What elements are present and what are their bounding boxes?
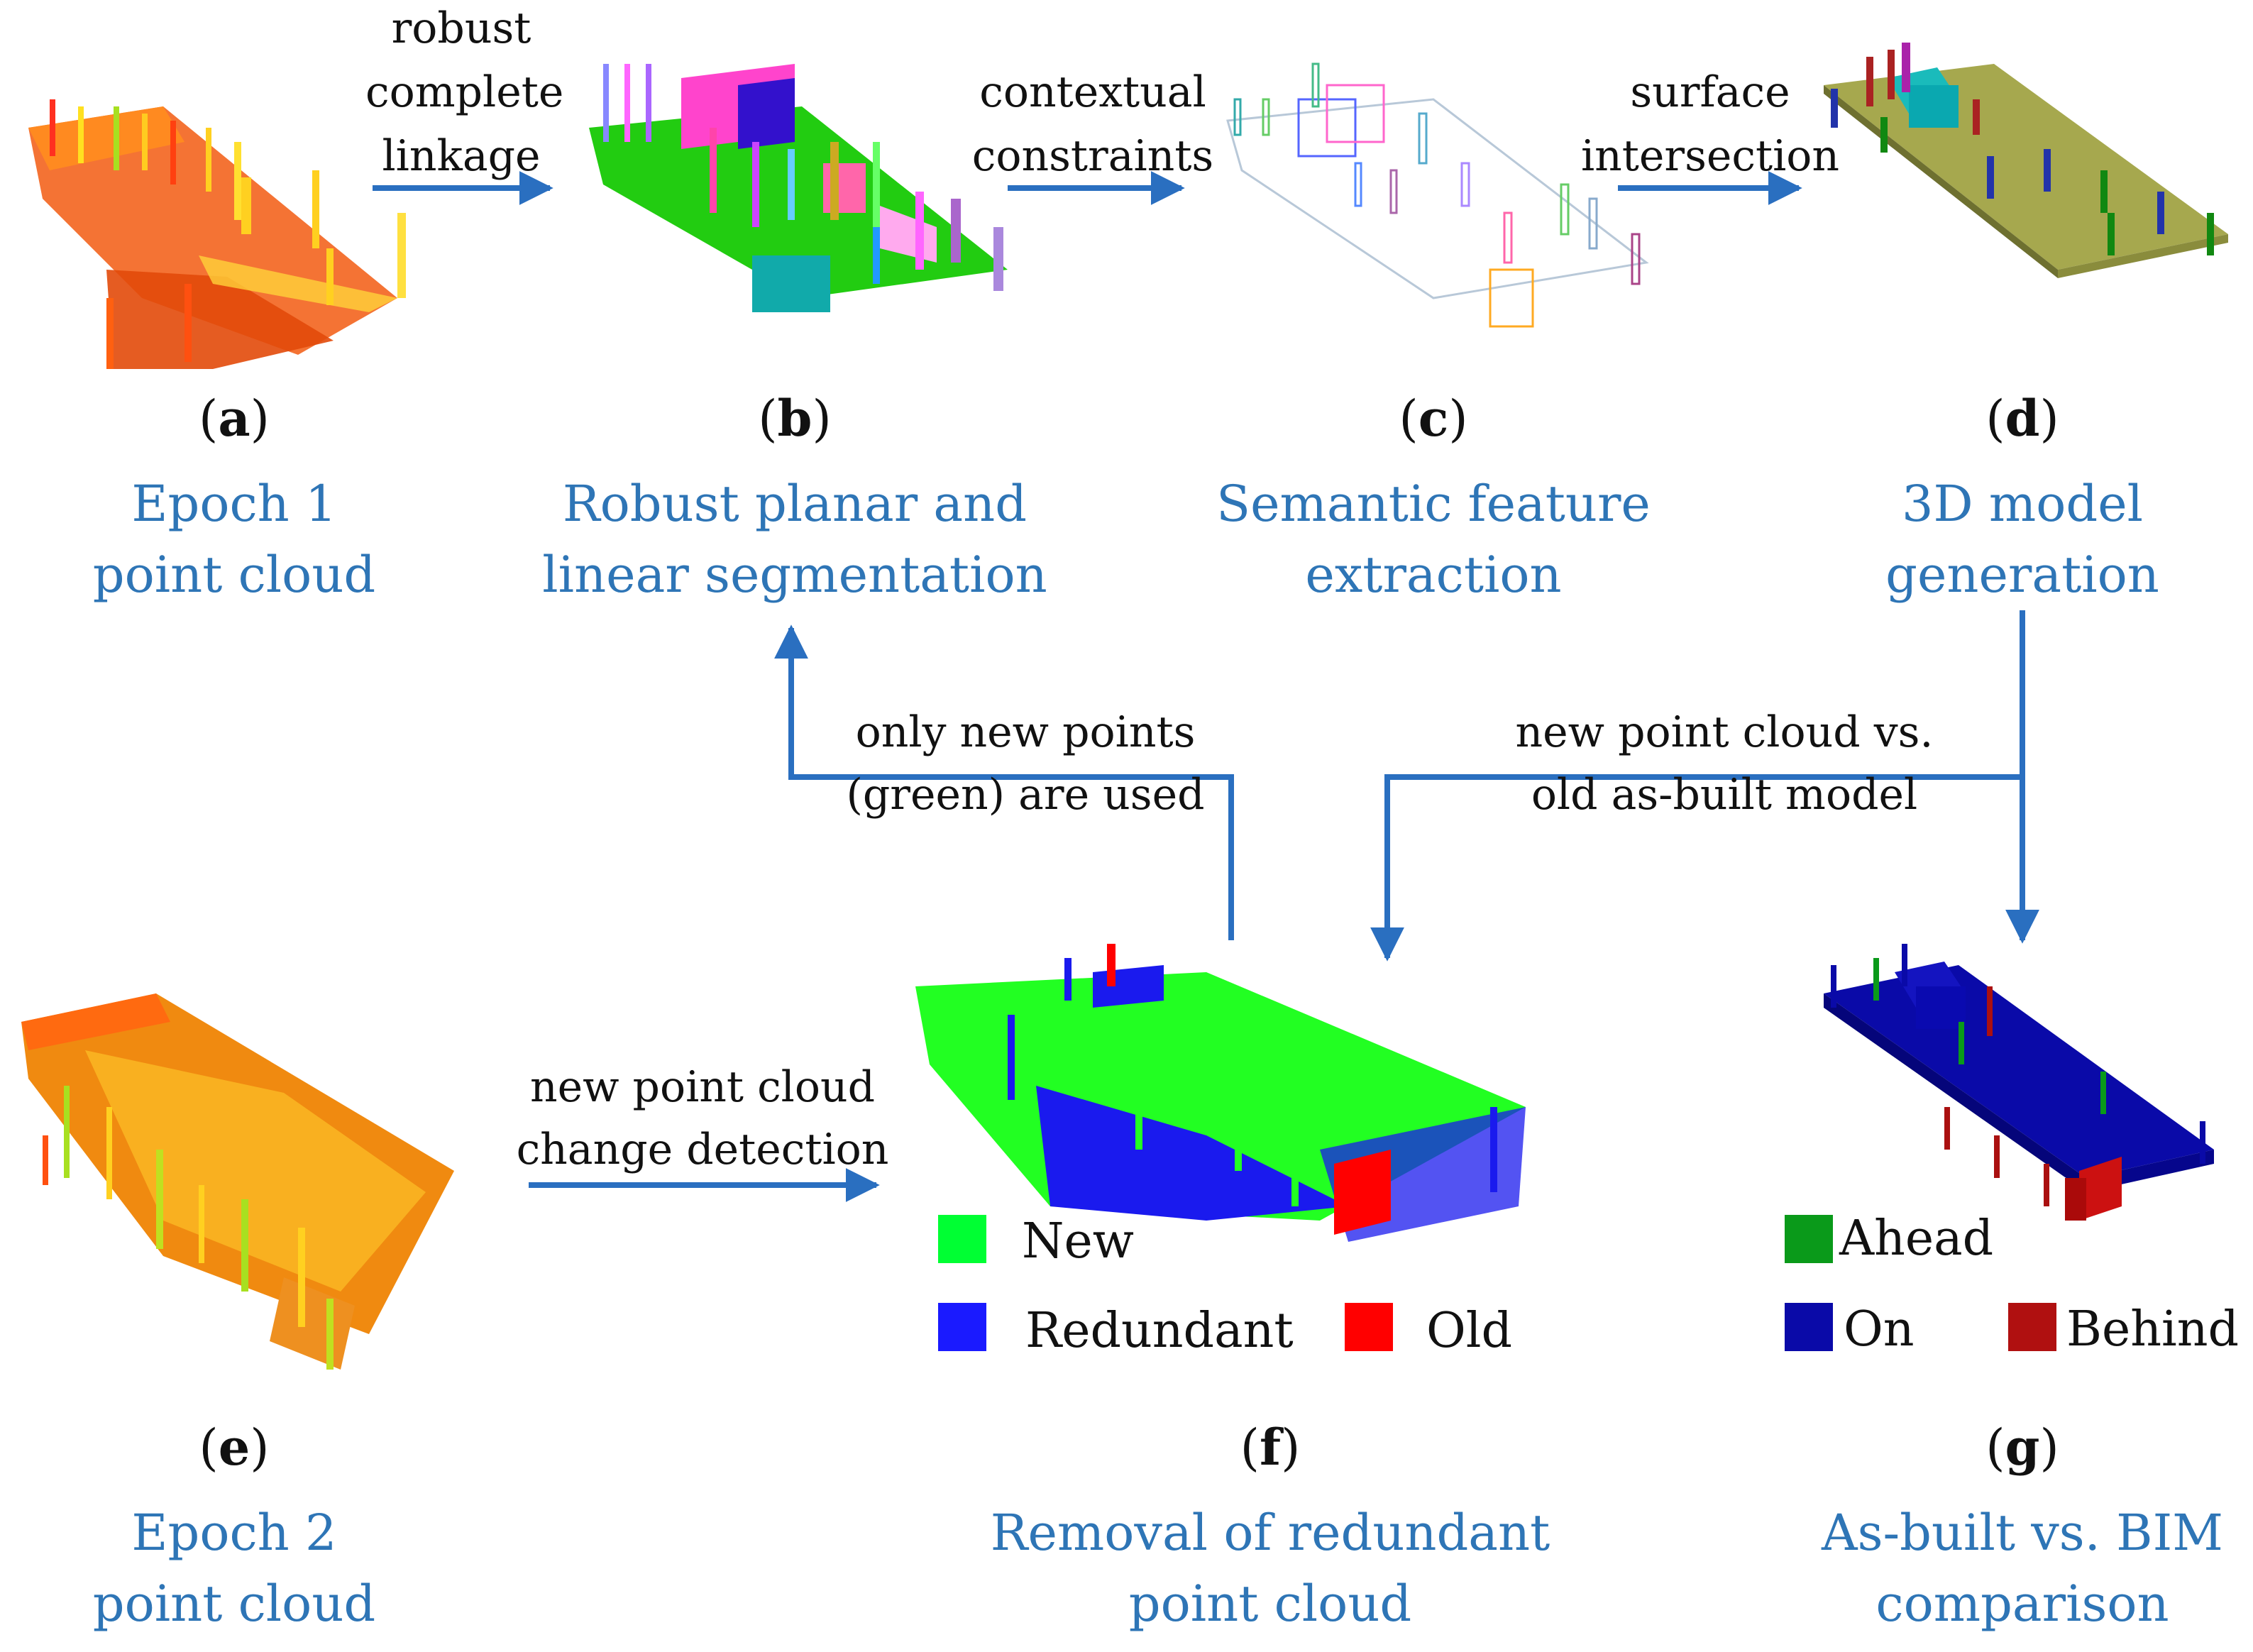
panel-a-caption-line2: point cloud xyxy=(92,546,376,604)
panel-g-letter: (g) xyxy=(1985,1418,2059,1477)
panel-b-caption-line1: Robust planar and xyxy=(562,475,1028,533)
legend-on-label: On xyxy=(1844,1301,1915,1358)
legend-old-swatch xyxy=(1345,1303,1393,1351)
arrow-d-to-f xyxy=(1370,610,2025,962)
3d-model-image xyxy=(1824,43,2228,278)
redundant-removal-image xyxy=(915,944,1526,1242)
panel-c-caption-line2: extraction xyxy=(1305,546,1562,604)
label-df-line1: new point cloud vs. xyxy=(1515,707,1934,757)
label-ab-line3: linkage xyxy=(382,131,541,181)
panel-g-caption-line1: As-built vs. BIM xyxy=(1822,1504,2223,1562)
semantic-features-image xyxy=(1226,62,1649,328)
panel-f-caption-line2: point cloud xyxy=(1128,1575,1412,1633)
legend-new-label: New xyxy=(1022,1213,1134,1270)
panel-d-letter: (d) xyxy=(1985,389,2059,448)
panel-b-caption-line2: linear segmentation xyxy=(542,546,1047,604)
panel-c-letter: (c) xyxy=(1399,389,1468,448)
panel-c-caption-line1: Semantic feature xyxy=(1216,475,1651,533)
legend-old-label: Old xyxy=(1426,1303,1513,1359)
panel-e-letter: (e) xyxy=(199,1418,270,1477)
workflow-arrows xyxy=(373,171,2039,1202)
panel-a-caption-line1: Epoch 1 xyxy=(131,475,337,533)
label-ef-line2: change detection xyxy=(516,1125,889,1174)
panel-f-letter: (f) xyxy=(1240,1418,1301,1477)
panel-d-caption-line2: generation xyxy=(1885,546,2159,604)
label-ab-line2: complete xyxy=(365,67,564,117)
label-cd-line2: intersection xyxy=(1580,131,1840,181)
panel-f-caption-line1: Removal of redundant xyxy=(990,1504,1550,1562)
label-ef-line1: new point cloud xyxy=(529,1062,876,1112)
legend-redundant-label: Redundant xyxy=(1025,1303,1294,1359)
arrow-f-to-b xyxy=(774,624,1234,940)
legend-behind-label: Behind xyxy=(2066,1301,2240,1358)
epoch2-point-cloud-image xyxy=(21,993,454,1370)
segmentation-image xyxy=(589,64,1008,312)
panel-e-caption-line2: point cloud xyxy=(92,1575,376,1633)
legend-ahead-label: Ahead xyxy=(1839,1211,1994,1267)
label-fb-line1: only new points xyxy=(855,707,1196,757)
legend-redundant-swatch xyxy=(938,1303,986,1351)
panel-g-caption-line2: comparison xyxy=(1875,1575,2169,1633)
legend-ahead-swatch xyxy=(1785,1215,1833,1263)
label-cd-line1: surface xyxy=(1630,67,1790,117)
epoch1-point-cloud-image xyxy=(28,99,406,369)
label-bc-line1: contextual xyxy=(979,67,1206,117)
label-ab-line1: robust xyxy=(391,4,531,53)
legend-new-swatch xyxy=(938,1215,986,1263)
label-fb-line2: (green) are used xyxy=(846,770,1205,820)
label-bc-line2: constraints xyxy=(971,131,1214,181)
legend-on-swatch xyxy=(1785,1303,1833,1351)
panel-e-caption-line1: Epoch 2 xyxy=(131,1504,337,1562)
as-built-vs-bim-image xyxy=(1824,944,2214,1221)
label-df-line2: old as-built model xyxy=(1531,770,1918,820)
panel-a-letter: (a) xyxy=(199,389,270,448)
legend-behind-swatch xyxy=(2008,1303,2056,1351)
panel-b-letter: (b) xyxy=(758,389,832,448)
panel-d-caption-line1: 3D model xyxy=(1901,475,2144,533)
